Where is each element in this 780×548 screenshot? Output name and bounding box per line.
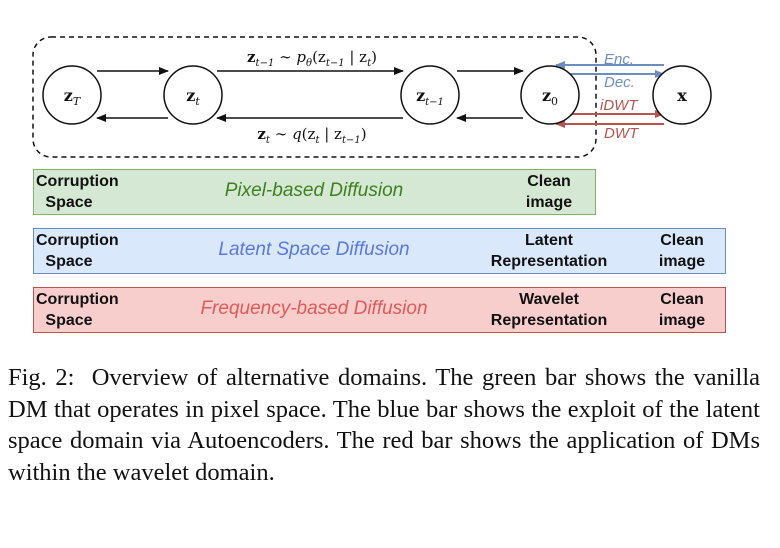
pixel-diffusion-bar: Corruption Space Pixel-based Diffusion C… [33, 169, 596, 215]
latent-diffusion-bar: Corruption Space Latent Space Diffusion … [33, 228, 726, 274]
node-z0-label: z0 [542, 86, 558, 108]
corruption-space-label: Corruption Space [36, 291, 119, 329]
clean-image-label: Clean image [658, 232, 706, 270]
node-x-label: x [677, 86, 687, 105]
node-zT-circle [42, 65, 102, 125]
frequency-diffusion-title: Frequency-based Diffusion [200, 298, 428, 319]
node-zT-label: zT [64, 86, 82, 108]
clean-image-label: Clean image [525, 173, 573, 211]
forward-transition-label: zt−1 ∼ pθ(zt−1 | zt) [247, 48, 377, 69]
clean-image-label: Clean image [658, 291, 706, 329]
idwt-label: iDWT [600, 97, 639, 114]
enc-label: Enc. [604, 51, 634, 68]
figure-caption: Fig. 2: Overview of alternative domains.… [8, 364, 767, 486]
latent-representation-label: Latent Representation [490, 232, 608, 270]
node-z0-circle [520, 65, 580, 125]
frequency-diffusion-bar: Corruption Space Frequency-based Diffusi… [33, 287, 726, 333]
dwt-label: DWT [604, 125, 640, 142]
node-zt1-circle [400, 65, 460, 125]
dec-label: Dec. [604, 74, 635, 91]
node-zt-label: zt [186, 86, 200, 108]
markov-chain-boundary [32, 36, 597, 158]
wavelet-representation-label: Wavelet Representation [490, 291, 608, 329]
latent-diffusion-title: Latent Space Diffusion [218, 239, 410, 260]
node-x-circle [652, 65, 712, 125]
diffusion-diagram: Enc. Dec. iDWT DWT zT zt zt−1 z0 x zt−1 … [32, 36, 712, 158]
corruption-space-label: Corruption Space [36, 173, 119, 211]
node-zt-circle [163, 65, 223, 125]
node-zt1-label: zt−1 [416, 86, 444, 108]
reverse-transition-label: zt ∼ q(zt | zt−1) [257, 125, 366, 146]
corruption-space-label: Corruption Space [36, 232, 119, 270]
pixel-diffusion-title: Pixel-based Diffusion [224, 180, 404, 201]
